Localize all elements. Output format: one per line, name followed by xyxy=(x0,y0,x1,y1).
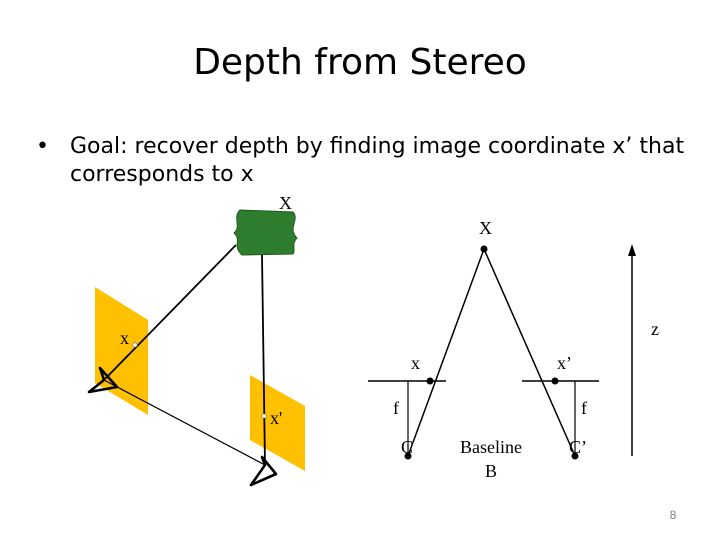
bullet-text: Goal: recover depth by finding image coo… xyxy=(70,134,685,187)
right-center-label: C’ xyxy=(569,437,587,457)
left-ray xyxy=(407,248,485,457)
depth-label: z xyxy=(651,319,659,339)
left-projection-point xyxy=(132,342,138,348)
right-focal-label: f xyxy=(581,398,587,418)
right-image-point-label: x' xyxy=(270,408,282,428)
page-number: 8 xyxy=(670,508,677,522)
ray-right xyxy=(261,254,266,466)
right-camera-icon xyxy=(249,455,278,487)
right-ray xyxy=(483,248,576,457)
left-focal-label: f xyxy=(393,398,399,418)
baseline-label: Baseline xyxy=(460,437,522,457)
depth-axis-arrowhead xyxy=(628,244,636,256)
camera-connector xyxy=(103,379,266,466)
left-image-plane xyxy=(95,287,148,415)
right-image-point xyxy=(551,377,559,385)
baseline-symbol: B xyxy=(485,461,497,481)
left-center-label: C xyxy=(401,437,413,457)
right-right-image-label: x’ xyxy=(557,353,572,373)
slide-title: Depth from Stereo xyxy=(193,42,527,83)
bullet-glyph: • xyxy=(36,134,49,159)
right-projection-point xyxy=(261,413,267,419)
right-diagram: X x x’ f f C C’ Baseline B z xyxy=(368,218,659,481)
scene-object xyxy=(233,209,298,256)
left-image-point-label: x xyxy=(120,328,129,348)
right-left-image-label: x xyxy=(411,353,420,373)
scene-point xyxy=(480,245,488,253)
right-camera-center xyxy=(571,452,579,460)
left-diagram: X x x' xyxy=(87,193,305,487)
left-camera-icon xyxy=(87,366,119,394)
left-image-point xyxy=(426,377,434,385)
right-point-label: X xyxy=(479,218,492,238)
ray-left xyxy=(103,244,237,381)
left-point-label: X xyxy=(279,193,292,213)
left-camera-center xyxy=(404,452,412,460)
